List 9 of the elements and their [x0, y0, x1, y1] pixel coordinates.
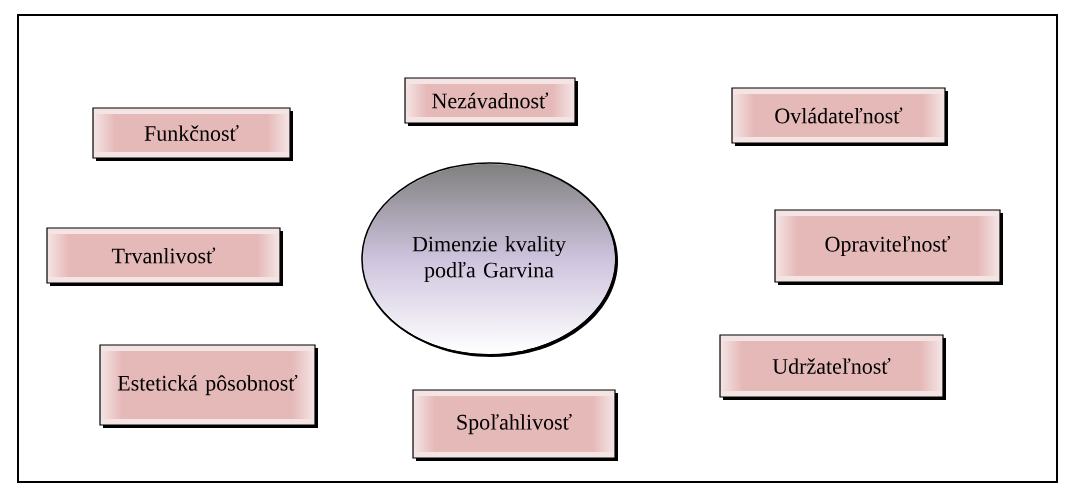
label-box: Funkčnosť	[92, 107, 293, 161]
label-box: Nezávadnosť	[404, 77, 578, 126]
label-box: Udržateľnosť	[719, 334, 946, 400]
label-box: Opraviteľnosť	[774, 209, 1003, 285]
label-box: Spoľahlivosť	[412, 389, 618, 461]
oval: Dimenzie kvality podľa Garvina	[361, 162, 618, 357]
label-box: Estetická pôsobnosť	[99, 344, 318, 428]
label-box: Ovládateľnosť	[731, 87, 948, 146]
label-box: Trvanlivosť	[46, 227, 283, 286]
